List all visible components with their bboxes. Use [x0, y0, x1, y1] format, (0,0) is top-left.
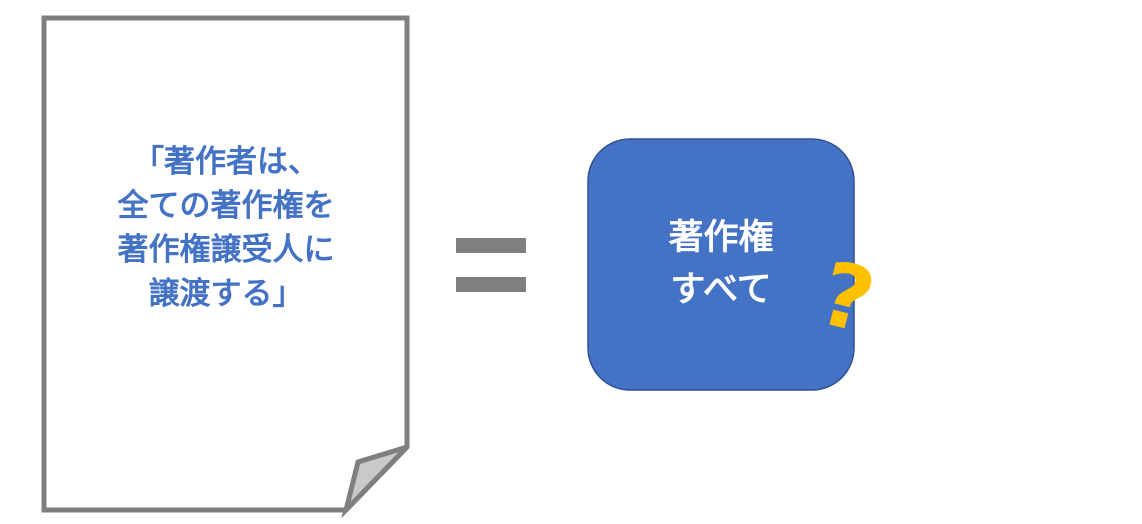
equals-sign-bottom-bar	[456, 277, 526, 292]
document-line: 著作権譲受人に	[117, 232, 335, 268]
result-box	[587, 138, 855, 391]
equals-sign-top-bar	[456, 238, 526, 253]
document-text: 「著作者は、 全ての著作権を 著作権譲受人に 譲渡する」	[44, 140, 408, 316]
result-box-text: 著作権 すべて	[588, 212, 854, 316]
result-box-line: 著作権	[668, 218, 774, 258]
document-fold-corner	[341, 444, 409, 519]
document-line: 「著作者は、	[133, 144, 319, 180]
document-line: 譲渡する」	[148, 276, 304, 312]
result-box-line: すべて	[670, 270, 772, 310]
document-line: 全ての著作権を	[117, 188, 335, 224]
